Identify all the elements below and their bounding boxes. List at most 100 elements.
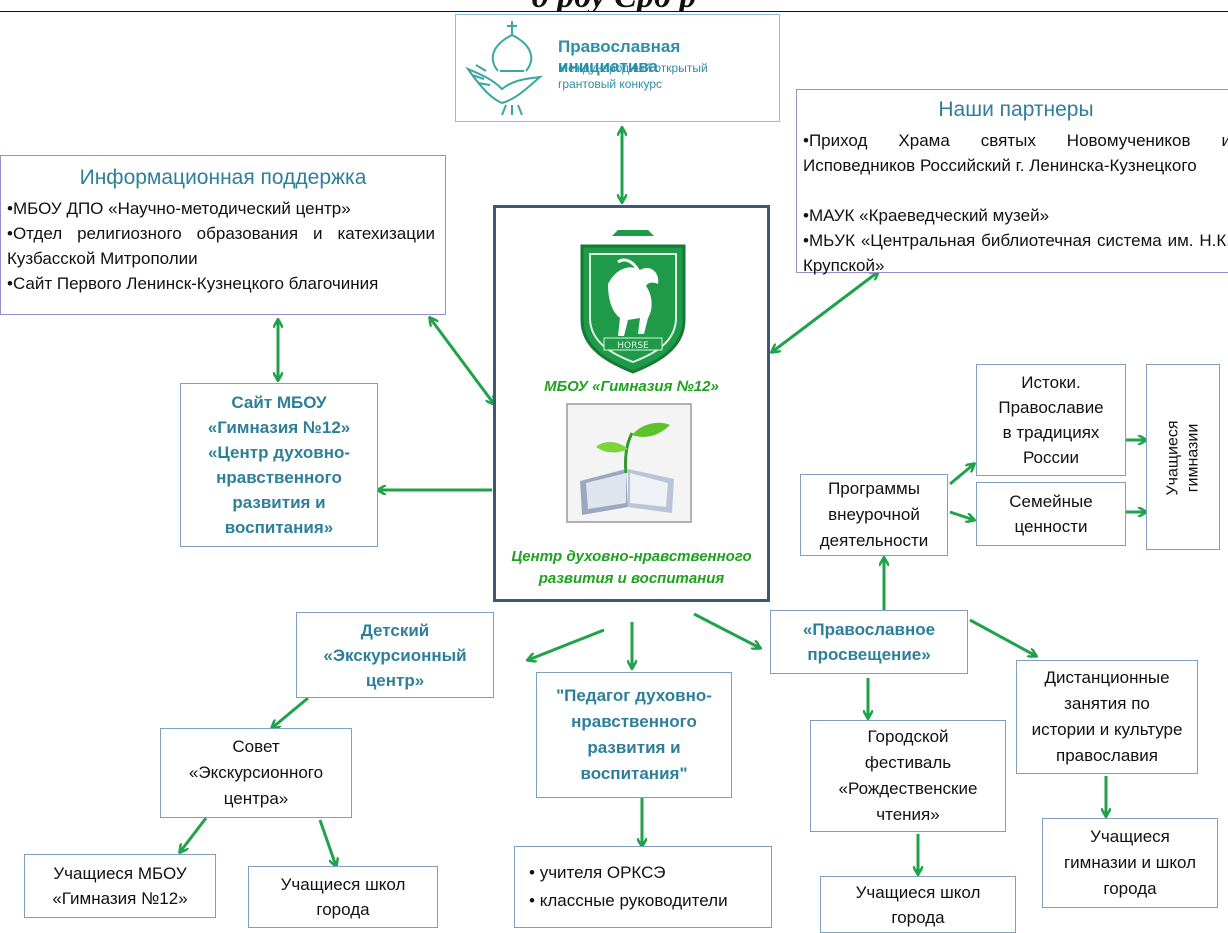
center-box: HORSE МБОУ «Гимназия №12» Центр духовно-…: [493, 205, 770, 602]
family-values-box: Семейные ценности: [976, 482, 1126, 546]
students-mbou-box: Учащиеся МБОУ «Гимназия №12»: [24, 854, 216, 918]
teachers-item-1: • учителя ОРКСЭ: [529, 863, 666, 882]
programs-line-3: деятельности: [819, 531, 929, 550]
students-gym-city-box: Учащиеся гимназии и школ города: [1042, 818, 1218, 908]
pedagog-box: "Педагог духовно- нравственного развития…: [536, 672, 732, 798]
excursion-line-3: центр»: [365, 670, 425, 690]
grant-logo-title: Православная инициатива: [558, 37, 681, 76]
school-site-box: Сайт МБОУ «Гимназия №12» «Центр духовно-…: [180, 383, 378, 547]
partners-item-1: •Приход Храма святых Новомучеников и Исп…: [803, 131, 1228, 175]
festival-box: Городской фестиваль «Рождественские чтен…: [810, 720, 1006, 832]
festival-line-2: фестиваль: [864, 753, 952, 772]
arrow-excursion-council: [272, 696, 309, 728]
arrow-council-city: [318, 819, 336, 866]
arrow-council-mbou: [180, 817, 208, 852]
dome-dove-icon: [465, 21, 544, 116]
excursion-line-2: «Экскурсионный: [323, 645, 467, 665]
festival-line-4: чтения»: [876, 805, 940, 824]
arrow-info-center: [430, 318, 494, 404]
festival-line-3: «Рождественские: [838, 779, 978, 798]
council-line-2: «Экскурсионного: [188, 763, 324, 782]
page-title-strip: д рбу Срб р: [0, 0, 1228, 12]
school-site-line-6: воспитания»: [224, 518, 334, 537]
grant-logo-box: Православная инициатива Международный от…: [455, 14, 780, 122]
excursion-council-box: Совет «Экскурсионного центра»: [160, 728, 352, 818]
school-site-line-3: «Центр духовно-: [207, 443, 351, 462]
st-city2-line-2: города: [891, 907, 945, 927]
distance-line-1: Дистанционные: [1044, 668, 1170, 687]
orthodox-line-2: просвещение»: [807, 645, 931, 664]
arrow-orthodox-distance: [969, 618, 1036, 656]
council-line-1: Совет: [232, 737, 280, 756]
istoki-line-1: Истоки.: [1021, 373, 1081, 392]
students-gymnasium-line-2: гимназии: [1185, 423, 1202, 493]
page-title: д рбу Срб р: [0, 0, 1228, 12]
teachers-item-1-text: учителя ОРКСЭ: [539, 863, 666, 882]
title-rule: [0, 11, 1228, 12]
students-city-box-1: Учащиеся школ города: [248, 866, 438, 928]
grant-logo-subtitle-1: Международный открытый: [558, 61, 708, 75]
school-site-line-2: «Гимназия №12»: [207, 418, 351, 437]
arrow-center-excursion: [528, 628, 605, 660]
distance-classes-box: Дистанционные занятия по истории и культ…: [1016, 660, 1198, 774]
orthodox-enlightenment-box: «Православное просвещение»: [770, 610, 968, 674]
pedagog-line-2: нравственного: [571, 712, 697, 731]
emblem-label: HORSE: [617, 341, 649, 351]
partners-box: Наши партнеры •Приход Храма святых Новом…: [796, 89, 1228, 275]
teachers-box: • учителя ОРКСЭ • классные руководители: [514, 846, 772, 928]
istoki-line-3: в традициях: [1002, 423, 1100, 442]
students-city-box-2: Учащиеся школ города: [820, 876, 1016, 933]
book-sprout-icon: [566, 403, 692, 523]
istoki-line-2: Православие: [998, 398, 1104, 417]
programs-line-1: Программы: [828, 479, 920, 498]
arrow-programs-istoki: [949, 464, 974, 486]
st-city1-line-1: Учащиеся школ: [280, 875, 406, 894]
distance-line-4: православия: [1055, 746, 1159, 765]
school-site-line-1: Сайт МБОУ: [231, 393, 327, 412]
center-name-line1: Центр духовно-нравственного: [511, 548, 752, 565]
students-gymnasium-line-1: Учащиеся: [1165, 420, 1182, 496]
partners-item-2: •МАУК «Краеведческий музей»: [803, 206, 1050, 225]
st-gym-city-line-1: Учащиеся: [1090, 827, 1170, 846]
festival-line-1: Городской: [867, 727, 949, 746]
school-site-line-5: развития и: [232, 493, 326, 512]
students-gymnasium-box: Учащиеся гимназии: [1146, 364, 1220, 550]
info-support-title: Информационная поддержка: [79, 166, 367, 189]
center-school-name: МБОУ «Гимназия №12»: [544, 378, 719, 395]
council-line-3: центра»: [223, 789, 289, 808]
grant-logo-subtitle-2: грантовый конкурс: [558, 77, 663, 91]
st-gym-city-line-2: гимназии и школ: [1063, 853, 1197, 872]
pedagog-line-4: воспитания": [580, 764, 688, 783]
st-city2-line-1: Учащиеся школ: [855, 882, 981, 902]
school-site-line-4: нравственного: [216, 468, 342, 487]
arrow-center-partners: [772, 272, 878, 352]
st-city1-line-2: города: [316, 900, 370, 919]
info-support-item-3: •Сайт Первого Ленинск-Кузнецкого благочи…: [7, 274, 379, 293]
horse-shield-icon: HORSE: [580, 230, 686, 374]
family-line-1: Семейные: [1009, 492, 1093, 511]
info-support-item-1: •МБОУ ДПО «Научно-методический центр»: [7, 199, 351, 218]
programs-line-2: внеурочной: [828, 505, 920, 524]
teachers-item-2: • классные руководители: [529, 891, 728, 910]
st-gym-city-line-3: города: [1103, 879, 1157, 898]
info-support-box: Информационная поддержка •МБОУ ДПО «Науч…: [0, 155, 446, 315]
programs-box: Программы внеурочной деятельности: [800, 474, 948, 556]
excursion-line-1: Детский: [360, 620, 430, 640]
distance-line-3: истории и культуре: [1031, 720, 1183, 739]
istoki-line-4: России: [1022, 448, 1080, 467]
pedagog-line-1: "Педагог духовно-: [556, 686, 712, 705]
pedagog-line-3: развития и: [587, 738, 681, 757]
family-line-2: ценности: [1014, 517, 1088, 536]
center-name-line2: развития и воспитания: [538, 570, 725, 587]
arrow-programs-family: [949, 510, 974, 520]
partners-item-3: •МЬУК «Центральная библиотечная система …: [803, 231, 1228, 275]
st-mbou-line-2: «Гимназия №12»: [52, 889, 188, 908]
teachers-item-2-text: классные руководители: [539, 891, 728, 910]
info-support-item-2: •Отдел религиозного образования и катехи…: [7, 224, 435, 268]
orthodox-line-1: «Православное: [802, 620, 936, 639]
distance-line-2: занятия по: [1064, 694, 1150, 713]
st-mbou-line-1: Учащиеся МБОУ: [53, 864, 187, 883]
partners-title: Наши партнеры: [938, 98, 1094, 121]
excursion-center-box: Детский «Экскурсионный центр»: [296, 612, 494, 698]
istoki-box: Истоки. Православие в традициях России: [976, 364, 1126, 476]
